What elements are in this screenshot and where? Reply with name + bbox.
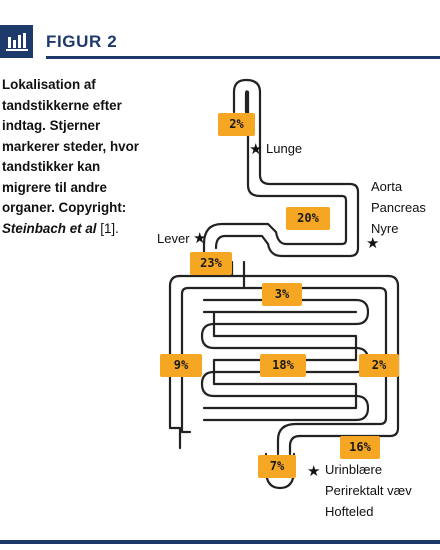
badge-stomach: 20% bbox=[286, 207, 330, 230]
badge-small-intestine: 18% bbox=[260, 354, 306, 377]
label-urinblaere: Urinblære bbox=[325, 462, 383, 477]
footer-divider bbox=[0, 540, 440, 544]
label-stomach-organs: Aorta Pancreas Nyre bbox=[371, 176, 426, 239]
label-rectum-organs: Urinblære Perirektalt væv Hofteled bbox=[325, 459, 412, 522]
label-lunge: Lunge bbox=[266, 141, 303, 156]
badge-rectum: 7% bbox=[258, 455, 296, 478]
label-nyre: Nyre bbox=[371, 221, 399, 236]
header-divider bbox=[46, 56, 440, 59]
label-perirektalt-vaev: Perirektalt væv bbox=[325, 483, 412, 498]
badge-esophagus: 2% bbox=[218, 113, 255, 136]
badge-duodenum: 23% bbox=[190, 252, 232, 275]
caption-text: Lokalisation af tandstikkerne efter indt… bbox=[2, 77, 139, 215]
label-pancreas: Pancreas bbox=[371, 200, 426, 215]
badge-left-colon: 9% bbox=[160, 354, 202, 377]
star-icon: ★ bbox=[249, 141, 263, 158]
caption-reference: [1]. bbox=[96, 220, 119, 236]
label-hofteled: Hofteled bbox=[325, 504, 374, 519]
label-aorta: Aorta bbox=[371, 179, 403, 194]
figure-title: FIGUR 2 bbox=[46, 32, 118, 51]
badge-lower-colon: 16% bbox=[340, 436, 380, 459]
star-icon: ★ bbox=[193, 230, 207, 247]
large-intestine-right-inner bbox=[242, 286, 388, 456]
large-intestine-outline-inner bbox=[180, 260, 246, 434]
label-lever: Lever bbox=[157, 231, 190, 246]
star-icon: ★ bbox=[366, 235, 380, 252]
star-icon: ★ bbox=[307, 463, 321, 480]
large-intestine-right bbox=[230, 274, 400, 456]
figure-header: FIGUR 2 bbox=[0, 0, 440, 60]
caption-authors: Steinbach et al bbox=[2, 220, 97, 236]
badge-upper-colon: 3% bbox=[262, 283, 302, 306]
esophagus-outline bbox=[214, 78, 360, 258]
figure-caption: Lokalisation af tandstikkerne efter indt… bbox=[2, 75, 148, 239]
small-intestine-coils-inner bbox=[202, 310, 358, 410]
bar-chart-icon bbox=[0, 25, 33, 58]
badge-right-colon: 2% bbox=[359, 354, 399, 377]
